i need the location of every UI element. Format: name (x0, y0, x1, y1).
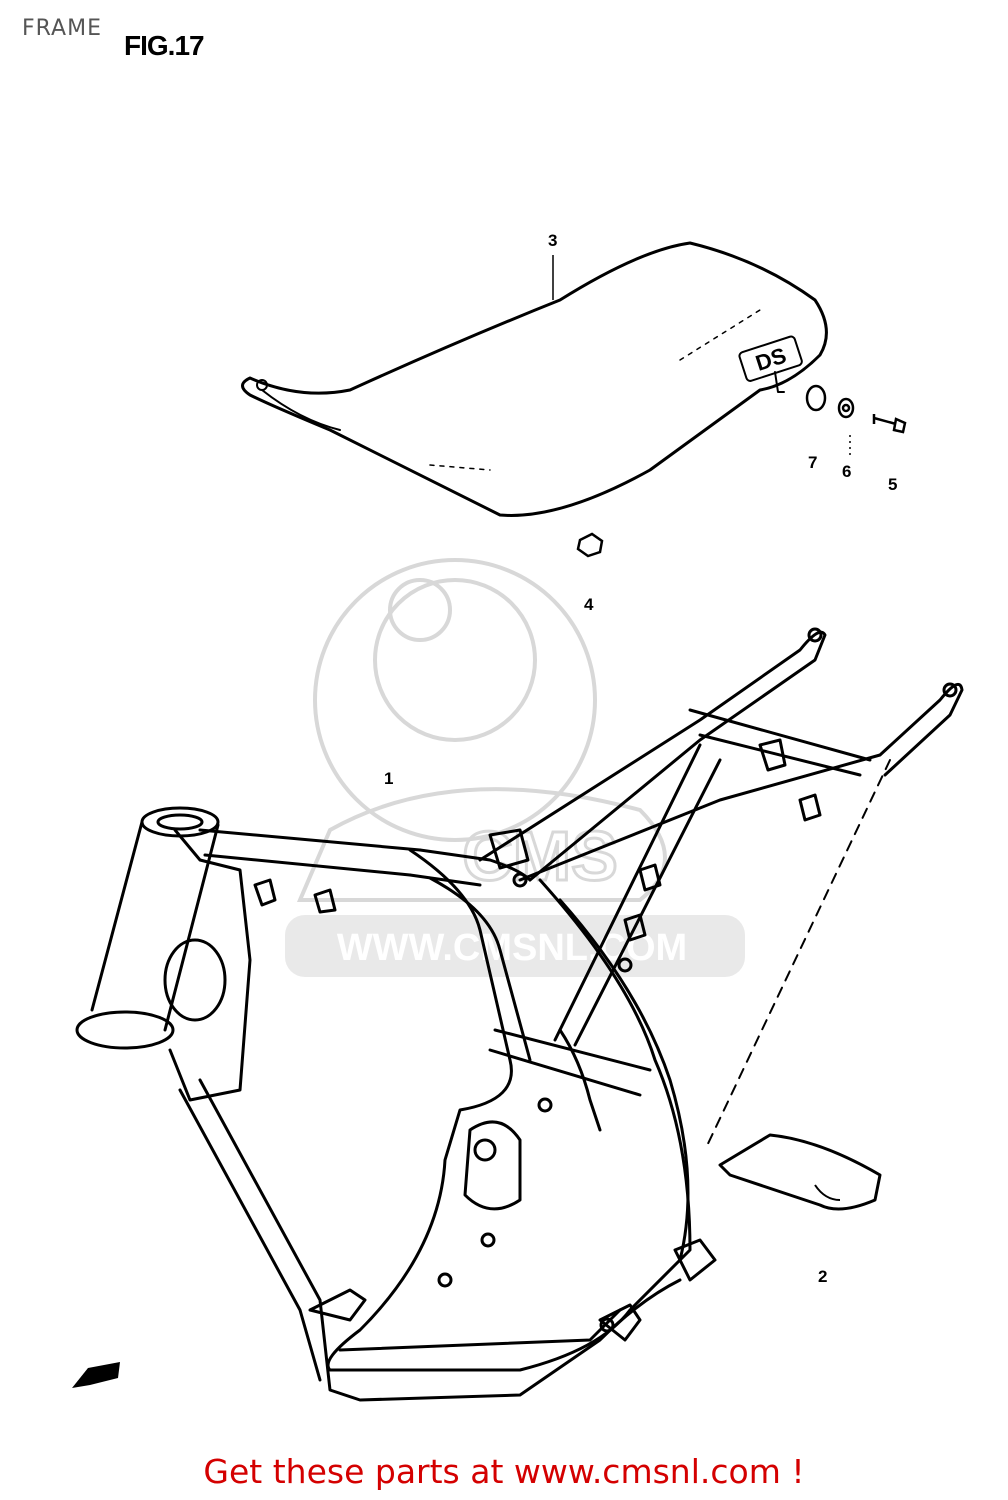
washer-part-6 (837, 397, 855, 419)
callout-1: 1 (384, 769, 393, 788)
bolt-part-5 (872, 414, 907, 434)
page-label: FRAME (22, 16, 102, 41)
callout-2: 2 (818, 1267, 827, 1286)
callout-3: 3 (548, 231, 557, 250)
watermark-logo: CMS WWW.CMSNL.COM (285, 558, 745, 977)
watermark-url: WWW.CMSNL.COM (337, 927, 687, 969)
nut-part-4 (576, 532, 604, 558)
callout-7: 7 (808, 453, 817, 472)
cushion-part-7 (805, 384, 827, 412)
frame-guard-part-2 (718, 1133, 882, 1211)
hardware (552, 255, 907, 558)
footer-link[interactable]: Get these parts at www.cmsnl.com ! (203, 1452, 805, 1491)
callout-6: 6 (842, 462, 851, 481)
callout-5: 5 (888, 475, 897, 494)
callout-4: 4 (584, 595, 594, 614)
figure-title: FIG.17 (124, 30, 205, 61)
frame (75, 627, 964, 1402)
seat: DS (241, 241, 828, 517)
seat-badge: DS (738, 335, 803, 382)
front-direction-arrow (72, 1362, 120, 1388)
